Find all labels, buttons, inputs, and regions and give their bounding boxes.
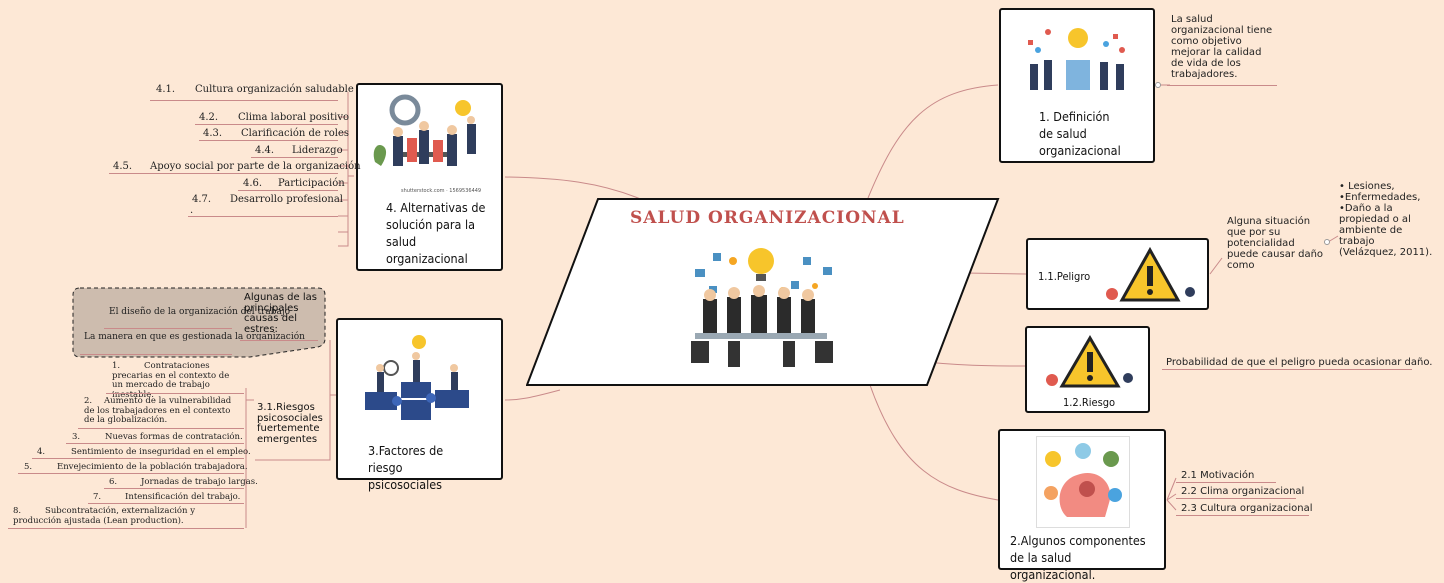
alt-item-4: Liderazgo xyxy=(292,145,343,156)
emergente-item-1: Contrataciones precarias en el contexto … xyxy=(112,361,230,400)
emergente-num-4: 4. xyxy=(37,447,46,457)
emergente-num-1: 1. xyxy=(112,361,121,371)
componentes-node[interactable]: 2.Algunos componentes de la salud organi… xyxy=(998,429,1166,582)
componentes-title: 2.Algunos componentes de la salud organi… xyxy=(1010,533,1146,582)
causas-callout xyxy=(72,287,326,358)
peligro-title: 1.1.Peligro xyxy=(1038,270,1091,283)
alt-num-2: 4.2. xyxy=(199,112,219,123)
riesgo-title: 1.2.Riesgo xyxy=(1063,396,1116,409)
celebration-illustration xyxy=(1018,20,1138,106)
emergente-item-2: Aumento de la vulnerabilidad de los trab… xyxy=(84,396,232,425)
image-caption: shutterstock.com · 1569536449 xyxy=(401,188,482,194)
emergente-num-5: 5. xyxy=(24,462,33,472)
emergente-num-6: 6. xyxy=(109,477,118,487)
alt-num-4: 4.4. xyxy=(255,145,275,156)
alternativas-title: 4. Alternativas de solución para la salu… xyxy=(386,200,486,266)
factores-title: 3.Factores de riesgo psicosociales xyxy=(368,443,444,492)
causas-label: Algunas de las principales causas del es… xyxy=(244,292,317,335)
alt-item-1: Cultura organización saludable xyxy=(195,84,354,95)
riesgo-note: Probabilidad de que el peligro pueda oca… xyxy=(1166,357,1433,368)
mind-illustration xyxy=(1036,436,1130,528)
emergente-item-6: Jornadas de trabajo largas. xyxy=(141,477,258,487)
definicion-node[interactable]: 1. Definición de salud organizacional xyxy=(999,8,1155,163)
causa-1: El diseño de la organización del trabajo xyxy=(109,307,291,317)
alt-item-8: . xyxy=(190,205,194,216)
alt-num-5: 4.5. xyxy=(113,161,133,172)
emergente-item-4: Sentimiento de inseguridad en el empleo. xyxy=(71,447,251,457)
componente-item-3: 2.3 Cultura organizacional xyxy=(1181,503,1313,514)
emergente-item-8: Subcontratación, externalización y produ… xyxy=(13,506,196,526)
definicion-note: La salud organizacional tiene como objet… xyxy=(1171,14,1273,80)
alternativas-node[interactable]: shutterstock.com · 1569536449 4. Alterna… xyxy=(356,83,503,271)
emergentes-label: 3.1.Riesgos psicosociales fuertemente em… xyxy=(257,402,323,445)
alt-item-3: Clarificación de roles xyxy=(241,128,350,139)
teamwork-illustration: shutterstock.com · 1569536449 xyxy=(367,90,495,196)
alt-num-7: 4.7. xyxy=(192,194,212,205)
emergente-num-2: 2. xyxy=(84,396,93,406)
emergente-item-5: Envejecimiento de la población trabajado… xyxy=(57,462,248,472)
alt-num-6: 4.6. xyxy=(243,178,263,189)
emergente-item-7: Intensificación del trabajo. xyxy=(125,492,241,502)
componente-item-2: 2.2 Clima organizacional xyxy=(1181,486,1305,497)
peligro-list: • Lesiones, •Enfermedades, •Daño a la pr… xyxy=(1339,181,1433,258)
emergente-num-3: 3. xyxy=(72,432,81,442)
emergente-num-8: 8. xyxy=(13,506,22,516)
definicion-title: 1. Definición de salud organizacional xyxy=(1039,109,1121,158)
factores-node[interactable]: 3.Factores de riesgo psicosociales xyxy=(336,318,503,492)
emergente-item-3: Nuevas formas de contratación. xyxy=(105,432,243,442)
warning-icon xyxy=(1046,335,1133,388)
alt-item-2: Clima laboral positivo xyxy=(238,112,350,123)
emergente-num-7: 7. xyxy=(93,492,102,502)
alt-item-6: Participación xyxy=(278,178,345,189)
peligro-node[interactable]: 1.1.Peligro xyxy=(1026,238,1209,310)
warning-icon xyxy=(1106,246,1195,302)
puzzle-illustration xyxy=(347,326,494,434)
alt-num-3: 4.3. xyxy=(203,128,223,139)
central-title: SALUD ORGANIZACIONAL xyxy=(630,208,905,228)
alt-item-5: Apoyo social por parte de la organizació… xyxy=(150,161,361,172)
alt-num-1: 4.1. xyxy=(156,84,176,95)
meeting-illustration xyxy=(673,231,850,377)
peligro-note: Alguna situación que por su potencialida… xyxy=(1227,216,1324,271)
riesgo-node[interactable]: 1.2.Riesgo xyxy=(1025,326,1150,413)
componente-item-1: 2.1 Motivación xyxy=(1181,470,1255,481)
alt-item-7: Desarrollo profesional xyxy=(230,194,343,205)
causa-2: La manera en que es gestionada la organi… xyxy=(84,332,305,342)
